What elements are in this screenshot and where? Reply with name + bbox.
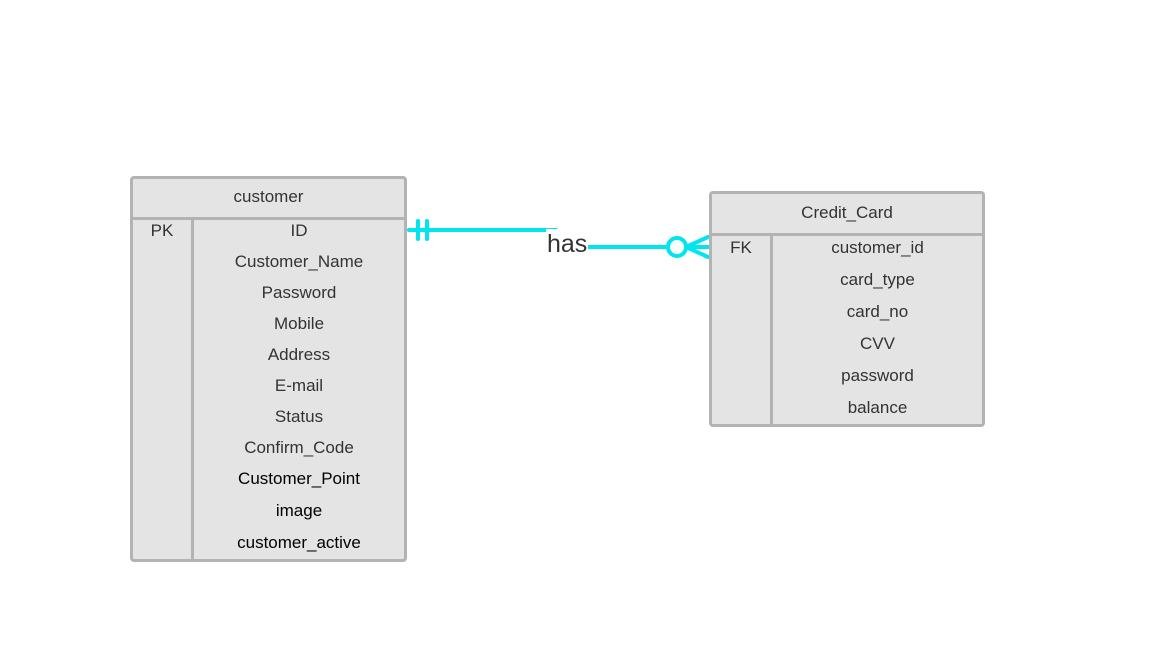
entity-title: Credit_Card bbox=[712, 194, 982, 236]
field-image: image bbox=[275, 501, 323, 520]
field-address: Address bbox=[267, 345, 331, 364]
field-cvv: CVV bbox=[860, 334, 895, 353]
field-password: Password bbox=[261, 283, 337, 302]
field-confirm-code: Confirm_Code bbox=[244, 438, 354, 457]
field-id: ID bbox=[290, 221, 308, 240]
zero-circle bbox=[666, 236, 688, 258]
field-customer-active: customer_active bbox=[237, 533, 361, 552]
relationship-label: has bbox=[546, 229, 589, 259]
field-balance: balance bbox=[847, 398, 908, 417]
field-status: Status bbox=[274, 407, 324, 426]
field-email: E-mail bbox=[274, 376, 324, 395]
crowfoot-bottom bbox=[684, 245, 710, 259]
field-mobile: Mobile bbox=[273, 314, 325, 333]
field-card-type: card_type bbox=[840, 270, 915, 289]
field-customer-name: Customer_Name bbox=[234, 252, 364, 271]
field-customer-point: Customer_Point bbox=[238, 469, 360, 488]
field-password: password bbox=[841, 366, 914, 385]
customer-entity[interactable]: customer PK ID Customer_Name Password Mo… bbox=[130, 176, 407, 562]
field-customer-id: customer_id bbox=[831, 238, 924, 257]
key-column-divider bbox=[191, 217, 194, 559]
entity-title: customer bbox=[133, 179, 404, 220]
key-column-divider bbox=[770, 233, 773, 424]
field-card-no: card_no bbox=[846, 302, 909, 321]
credit-card-entity[interactable]: Credit_Card FK customer_id card_type car… bbox=[709, 191, 985, 427]
primary-key-label: PK bbox=[150, 221, 174, 240]
foreign-key-label: FK bbox=[730, 238, 752, 257]
